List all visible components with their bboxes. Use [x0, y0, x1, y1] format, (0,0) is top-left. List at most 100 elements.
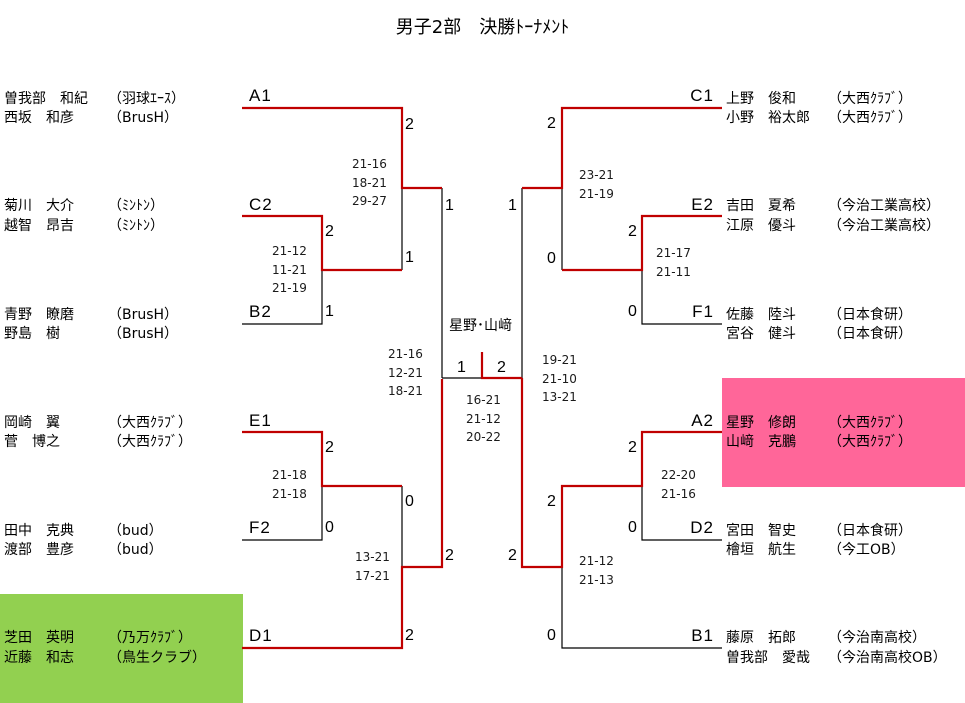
page-title: 男子2部 決勝ﾄｰﾅﾒﾝﾄ	[395, 17, 570, 38]
player-name: 青野 瞭磨	[4, 307, 74, 323]
player-club: （羽球ｴｰｽ）	[108, 91, 185, 107]
games-won: 0	[547, 250, 556, 267]
seed-label: A2	[691, 411, 714, 430]
game-score: 21-12	[579, 554, 614, 568]
winner-line	[242, 379, 444, 650]
games-won: 1	[445, 197, 454, 214]
games-won: 2	[405, 627, 414, 644]
match-scores: 21-16 18-21 29-27	[352, 155, 387, 211]
match-scores: 21-12 11-21 21-19	[272, 242, 307, 298]
winner-line	[522, 106, 722, 190]
player-club: （BrusH）	[108, 326, 179, 342]
game-score: 11-21	[272, 262, 307, 277]
seed-label: B1	[691, 626, 714, 645]
player-club: （BrusH）	[108, 110, 179, 126]
game-score: 20-22	[466, 430, 501, 444]
game-score: 18-21	[352, 175, 387, 190]
match-scores: 21-16 12-21 18-21	[388, 345, 423, 401]
game-score: 21-16	[661, 486, 696, 501]
game-score: 17-21	[355, 568, 390, 583]
player-name: 越智 昂吉	[4, 218, 74, 234]
game-score: 13-21	[542, 390, 577, 404]
winner-line	[242, 106, 442, 190]
champion-label: 星野･山﨑	[449, 318, 512, 334]
player-club: （今治工業高校）	[828, 198, 940, 214]
game-score: 21-18	[272, 468, 307, 482]
seed-label: D2	[690, 518, 714, 537]
game-score: 13-21	[355, 550, 390, 564]
games-won: 0	[405, 493, 414, 510]
games-won: 0	[628, 519, 637, 536]
player-club: （今治工業高校）	[828, 218, 940, 234]
seed-label: E2	[691, 195, 714, 214]
player-club: （大西ｸﾗﾌﾞ）	[828, 434, 912, 450]
bracket-line	[641, 486, 722, 541]
player-name: 檜垣 航生	[726, 542, 796, 558]
player-name: 菅 博之	[4, 434, 60, 450]
winner-line	[520, 378, 722, 569]
final-scores: 16-21 21-12 20-22	[466, 391, 501, 447]
player-club: （BrusH）	[108, 307, 179, 323]
player-name: 星野 修朗	[726, 415, 796, 431]
seed-label: A1	[249, 86, 272, 105]
match-scores: 21-12 21-13	[579, 552, 614, 589]
game-score: 21-17	[656, 246, 691, 260]
player-name: 田中 克典	[4, 523, 74, 539]
game-score: 21-12	[466, 411, 501, 426]
player-club: （bud）	[108, 542, 163, 558]
games-won: 2	[325, 439, 334, 456]
runner-up-highlight	[0, 594, 243, 703]
seed-label: B2	[249, 302, 272, 321]
player-name: 近藤 和志	[4, 650, 74, 666]
game-score: 18-21	[388, 384, 423, 398]
player-club: （大西ｸﾗﾌﾞ）	[828, 110, 912, 126]
games-won: 1	[325, 303, 334, 320]
player-name: 渡部 豊彦	[4, 542, 74, 558]
player-club: （今治南高校）	[828, 630, 926, 646]
match-scores: 22-20 21-16	[661, 466, 696, 503]
game-score: 21-16	[352, 157, 387, 171]
game-score: 21-19	[272, 281, 307, 295]
player-name: 小野 裕太郎	[726, 110, 810, 126]
player-club: （乃万ｸﾗﾌﾞ）	[108, 630, 192, 646]
games-won: 0	[325, 519, 334, 536]
games-won: 2	[405, 116, 414, 133]
player-name: 曽我部 和紀	[4, 91, 88, 107]
player-name: 西坂 和彦	[4, 110, 74, 126]
seed-label: D1	[249, 626, 273, 645]
game-score: 21-18	[272, 486, 307, 501]
player-name: 江原 優斗	[726, 218, 796, 234]
player-name: 芝田 英明	[4, 630, 74, 646]
player-club: （日本食研）	[828, 307, 912, 323]
games-won: 0	[547, 627, 556, 644]
bracket-line	[242, 270, 323, 325]
seed-label: C2	[249, 195, 273, 214]
bracket-line	[242, 486, 323, 541]
winner-line	[242, 430, 402, 488]
games-won: 2	[508, 547, 517, 564]
player-name: 宮田 智史	[726, 523, 796, 539]
player-club: （大西ｸﾗﾌﾞ）	[828, 415, 912, 431]
player-name: 山﨑 克鵬	[726, 434, 796, 450]
game-score: 21-19	[579, 186, 614, 201]
match-scores: 19-21 21-10 13-21	[542, 351, 577, 407]
player-name: 上野 俊和	[726, 91, 796, 107]
player-name: 吉田 夏希	[726, 198, 796, 214]
games-won: 2	[325, 223, 334, 240]
player-name: 曽我部 愛哉	[726, 650, 810, 666]
game-score: 12-21	[388, 365, 423, 380]
player-club: （日本食研）	[828, 523, 912, 539]
player-club: （大西ｸﾗﾌﾞ）	[828, 91, 912, 107]
seed-label: C1	[690, 86, 714, 105]
games-won: 2	[628, 439, 637, 456]
game-score: 23-21	[579, 168, 614, 182]
winner-line	[562, 214, 722, 272]
games-won: 0	[628, 303, 637, 320]
player-club: （今工OB）	[828, 542, 905, 558]
games-won: 2	[547, 493, 556, 510]
player-name: 藤原 拓郎	[726, 630, 796, 646]
games-won: 2	[628, 223, 637, 240]
game-score: 21-11	[656, 264, 691, 279]
game-score: 21-16	[388, 347, 423, 361]
